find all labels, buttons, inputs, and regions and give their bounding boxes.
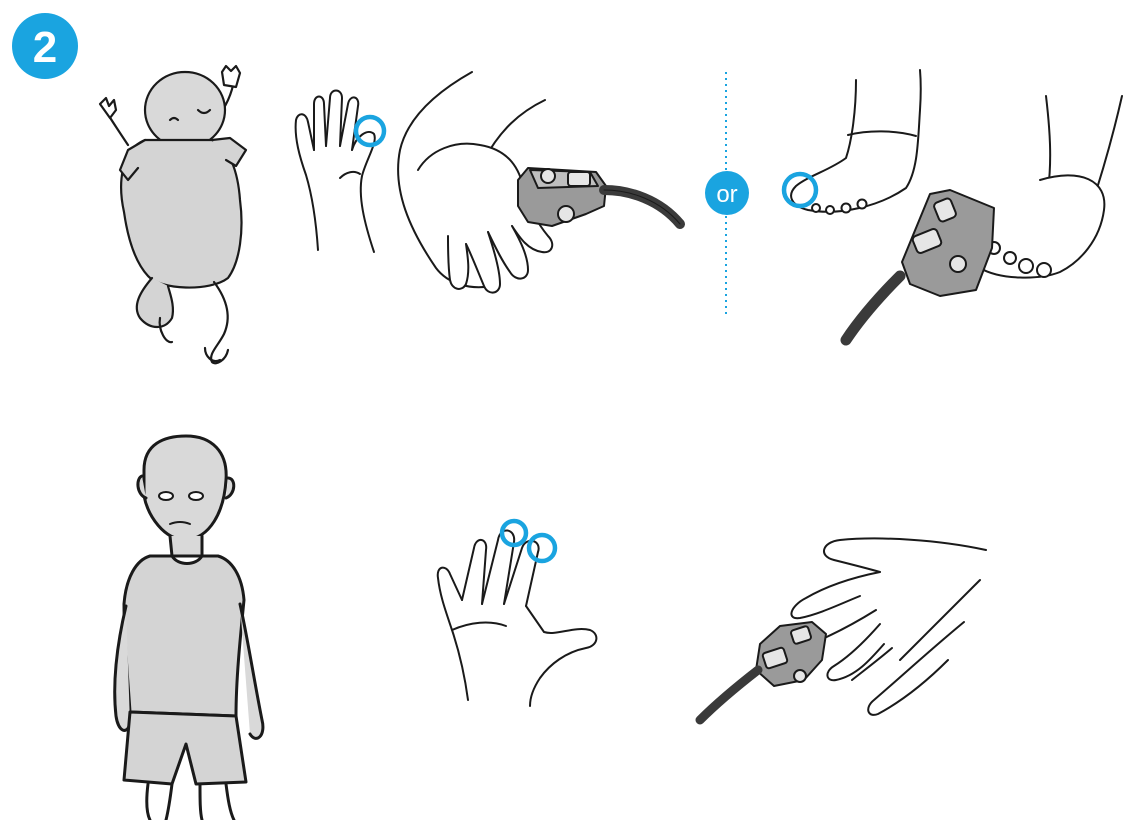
child-finger-with-sensor xyxy=(700,538,986,720)
infant-hand-with-sensor xyxy=(398,72,680,293)
sensor-device xyxy=(700,622,826,720)
infant-lying-down xyxy=(100,66,246,363)
finger-target-ring-2 xyxy=(529,535,555,561)
infant-hand-target xyxy=(296,91,384,253)
sensor-device xyxy=(518,168,680,226)
child-standing xyxy=(115,436,263,820)
infant-foot-target xyxy=(784,70,921,214)
divider: or xyxy=(705,72,749,316)
child-hand-target xyxy=(438,521,597,706)
divider-or-label: or xyxy=(716,181,737,208)
step-badge: 2 xyxy=(12,13,78,79)
sensor-device xyxy=(846,190,994,340)
step-number: 2 xyxy=(33,23,57,72)
